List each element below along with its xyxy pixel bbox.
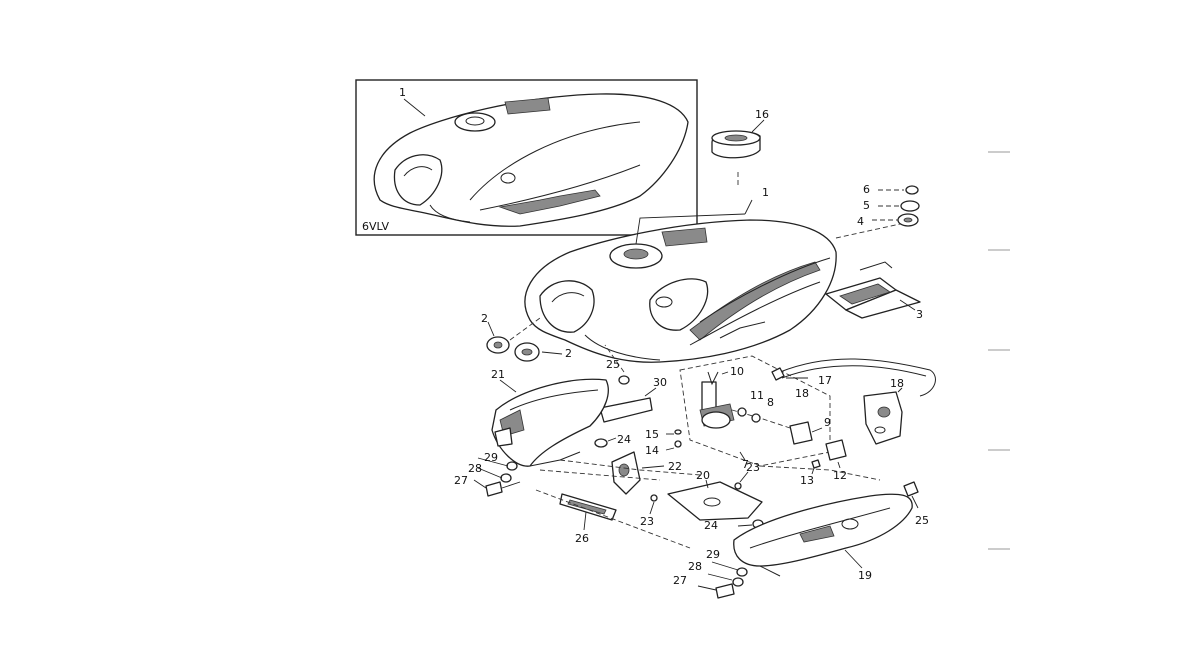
callout-13: 13 xyxy=(800,474,814,487)
callout-17: 17 xyxy=(818,374,832,387)
callout-16: 16 xyxy=(755,108,769,121)
fuel-cock-assembly xyxy=(679,355,831,467)
callout-21: 21 xyxy=(491,368,505,381)
margin-marks xyxy=(988,151,1010,550)
side-cover-part-19 xyxy=(733,493,913,577)
inset-variant-box: 6VLV 1 xyxy=(355,79,698,236)
inset-code-label: 6VLV xyxy=(362,220,389,233)
pad-part-3 xyxy=(825,261,921,319)
callout-28a: 28 xyxy=(468,462,482,475)
assembly-reference-lines xyxy=(535,459,881,549)
callout-6: 6 xyxy=(863,183,870,196)
side-cover-part-21 xyxy=(491,378,609,467)
callout-10: 10 xyxy=(730,365,744,378)
callout-18b: 18 xyxy=(890,377,904,390)
callout-inset-1: 1 xyxy=(399,86,406,99)
callout-4: 4 xyxy=(857,215,864,228)
inset-fuel-tank xyxy=(373,93,689,227)
callout-15: 15 xyxy=(645,428,659,441)
callout-27a: 27 xyxy=(454,474,468,487)
hose-part-18 xyxy=(771,358,936,397)
grommets-part-2 xyxy=(486,317,563,362)
callout-2a: 2 xyxy=(481,312,488,325)
callout-29a: 29 xyxy=(484,451,498,464)
bolt-part-25-lower xyxy=(903,481,919,509)
callout-24b: 24 xyxy=(704,519,718,532)
screw-parts-14-15 xyxy=(665,429,682,451)
callout-19: 19 xyxy=(858,569,872,582)
callout-11: 11 xyxy=(750,389,764,402)
small-parts-4-5-6 xyxy=(835,185,920,239)
callout-22: 22 xyxy=(668,460,682,473)
callout-2b: 2 xyxy=(565,347,572,360)
callout-27b: 27 xyxy=(673,574,687,587)
callout-14: 14 xyxy=(645,444,659,457)
callout-30: 30 xyxy=(653,376,667,389)
callout-5: 5 xyxy=(863,199,870,212)
fasteners-27-28-29-lower xyxy=(697,561,748,599)
fuel-tank-part-1 xyxy=(524,219,837,363)
callout-1: 1 xyxy=(762,186,769,199)
callout-9: 9 xyxy=(824,416,831,429)
callout-23b: 23 xyxy=(746,461,760,474)
screw-part-23 xyxy=(649,471,749,515)
plate-part-20 xyxy=(667,479,763,521)
fasteners-27-28-29-left xyxy=(473,457,521,497)
callout-25a: 25 xyxy=(606,358,620,371)
callout-3: 3 xyxy=(916,308,923,321)
callout-29b: 29 xyxy=(706,548,720,561)
callout-20: 20 xyxy=(696,469,710,482)
callout-25b: 25 xyxy=(915,514,929,527)
callout-26: 26 xyxy=(575,532,589,545)
connector-parts-9-12-13 xyxy=(731,407,847,475)
callout-24a: 24 xyxy=(617,433,631,446)
callout-8: 8 xyxy=(767,396,774,409)
callout-18a: 18 xyxy=(795,387,809,400)
bracket-part-18 xyxy=(863,387,903,445)
callout-23a: 23 xyxy=(640,515,654,528)
bracket-part-26 xyxy=(559,493,617,531)
bolt-part-25-upper xyxy=(604,344,630,385)
filler-cap-part-16 xyxy=(711,119,765,188)
callout-7: 7 xyxy=(742,458,749,471)
pad-part-30 xyxy=(599,387,657,423)
washer-part-24-left xyxy=(594,437,617,448)
bracket-part-22 xyxy=(611,451,665,495)
callout-28b: 28 xyxy=(688,560,702,573)
